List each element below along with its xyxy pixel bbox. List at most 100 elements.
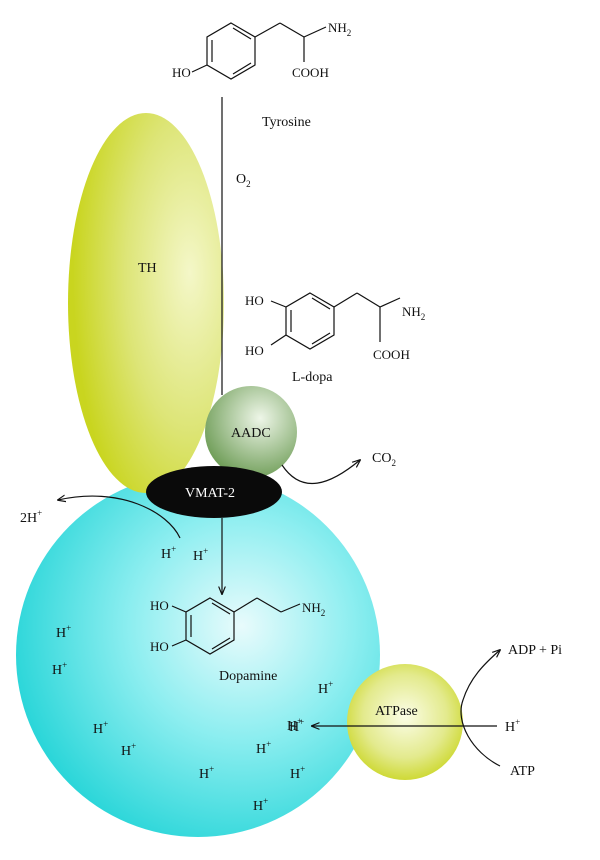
tyrosine-ring-double-2 (232, 27, 252, 40)
dopamine-oh1-bond (171, 605, 187, 613)
ldopa-ch2-bond (333, 292, 358, 308)
vesicle-proton-5-sup: + (297, 716, 302, 726)
tyrosine-name: Tyrosine (262, 115, 311, 130)
dopamine-nh2-bond (280, 603, 301, 613)
proton-exit-arrow (58, 496, 181, 539)
dopamine-nh-sub: 2 (321, 608, 326, 618)
tyrosine-nh-sub: 2 (347, 28, 352, 38)
tyrosine-alpha-bond (279, 22, 305, 38)
o2-main: O (236, 172, 246, 187)
tyrosine-ho: HO (172, 65, 191, 80)
vmat-proton-1-main: H (161, 547, 171, 562)
dopamine-nh2: NH2 (302, 600, 325, 618)
th-enzyme-ellipse (68, 113, 224, 493)
ldopa-structure (270, 292, 401, 350)
atpase-sphere (347, 664, 463, 780)
vesicle-proton-3-main: H (318, 682, 328, 697)
ldopa-ring (285, 292, 335, 350)
vesicle-proton-6: H+ (121, 741, 136, 759)
vesicle-proton-5-main: H (287, 719, 297, 734)
tyrosine-nh2: NH2 (328, 20, 351, 38)
vesicle-proton-8-main: H (199, 767, 209, 782)
th-label: TH (138, 261, 157, 276)
dopamine-ring-double-3 (211, 637, 231, 650)
dopamine-ring-double-2 (211, 602, 231, 615)
o2-label: O2 (236, 172, 251, 189)
vmat2-transporter (146, 466, 282, 518)
proton-out-sup: + (37, 508, 42, 518)
ldopa-name: L-dopa (292, 370, 333, 385)
dopamine-ho2: HO (150, 639, 169, 654)
vesicle-proton-7-main: H (256, 742, 266, 757)
atpase-in-proton: H+ (289, 717, 304, 735)
co2-main: CO (372, 451, 391, 466)
tyrosine-ring-double-3 (232, 62, 252, 75)
tyrosine-ring (206, 22, 256, 80)
vesicle-proton-9-main: H (290, 767, 300, 782)
dopamine-oh2-bond (171, 639, 187, 647)
ldopa-alpha-bond (356, 292, 381, 308)
vmat-proton-2-sup: + (203, 546, 208, 556)
dopamine-nh-text: NH (302, 600, 321, 615)
vesicle-proton-1-sup: + (66, 623, 71, 633)
vesicle-proton-9-sup: + (300, 764, 305, 774)
vmat-proton-2: H+ (193, 546, 208, 564)
vesicle-proton-7-sup: + (266, 739, 271, 749)
tyrosine-structure (191, 22, 327, 80)
dopamine-name: Dopamine (219, 669, 277, 684)
atp-hydrolysis-arrow (460, 650, 500, 767)
vesicle-proton-5: H+ (287, 716, 302, 734)
vesicle-proton-2-main: H (52, 663, 62, 678)
vesicle-proton-2-sup: + (62, 660, 67, 670)
vesicle-proton-6-main: H (121, 744, 131, 759)
vesicle-proton-10-sup: + (263, 796, 268, 806)
ldopa-ring-double-3 (311, 332, 331, 345)
ldopa-nh2: NH2 (402, 304, 425, 322)
tyrosine-nh2-bond (303, 26, 327, 38)
ldopa-ho2: HO (245, 343, 264, 358)
vesicle-proton-10: H+ (253, 796, 268, 814)
adp-pi-label: ADP + Pi (508, 643, 562, 658)
atpase-out-proton-main: H (505, 720, 515, 735)
tyrosine-nh-text: NH (328, 20, 347, 35)
vesicle-proton-7: H+ (256, 739, 271, 757)
ldopa-oh1-bond (270, 300, 287, 308)
aadc-label: AADC (231, 426, 271, 441)
vesicle-proton-3-sup: + (328, 679, 333, 689)
o2-sub: 2 (246, 179, 251, 189)
vesicle-proton-8-sup: + (209, 764, 214, 774)
proton-out-label: 2H+ (20, 508, 42, 526)
atp-label: ATP (510, 764, 535, 779)
vesicle-proton-2: H+ (52, 660, 67, 678)
vesicle-proton-3: H+ (318, 679, 333, 697)
ldopa-nh-sub: 2 (421, 312, 426, 322)
atpase-label: ATPase (375, 704, 418, 719)
dopamine-ch2-bond-1 (233, 597, 258, 613)
vmat-proton-2-main: H (193, 549, 203, 564)
vmat2-label: VMAT-2 (185, 486, 235, 501)
vmat-proton-1-sup: + (171, 544, 176, 554)
aadc-enzyme-sphere (205, 386, 297, 478)
atpase-out-proton-sup: + (515, 717, 520, 727)
vesicle-proton-6-sup: + (131, 741, 136, 751)
dopamine-structure (171, 597, 301, 655)
co2-sub: 2 (391, 458, 396, 468)
atpase-in-proton-main: H (289, 720, 299, 735)
ldopa-ring-double-2 (311, 297, 331, 310)
ldopa-ho1: HO (245, 293, 264, 308)
vesicle-proton-4-main: H (93, 722, 103, 737)
ldopa-nh2-bond (379, 297, 401, 308)
vesicle-proton-1: H+ (56, 623, 71, 641)
vesicle-proton-1-main: H (56, 626, 66, 641)
vesicle-proton-4-sup: + (103, 719, 108, 729)
atpase-out-proton: H+ (505, 717, 520, 735)
vesicle-proton-8: H+ (199, 764, 214, 782)
tyrosine-cooh: COOH (292, 65, 329, 80)
atpase-in-proton-sup: + (299, 717, 304, 727)
co2-arrow (281, 460, 360, 485)
co2-label: CO2 (372, 451, 396, 468)
ldopa-oh2-bond (270, 334, 287, 346)
dopamine-ch2-bond-2 (256, 597, 282, 613)
